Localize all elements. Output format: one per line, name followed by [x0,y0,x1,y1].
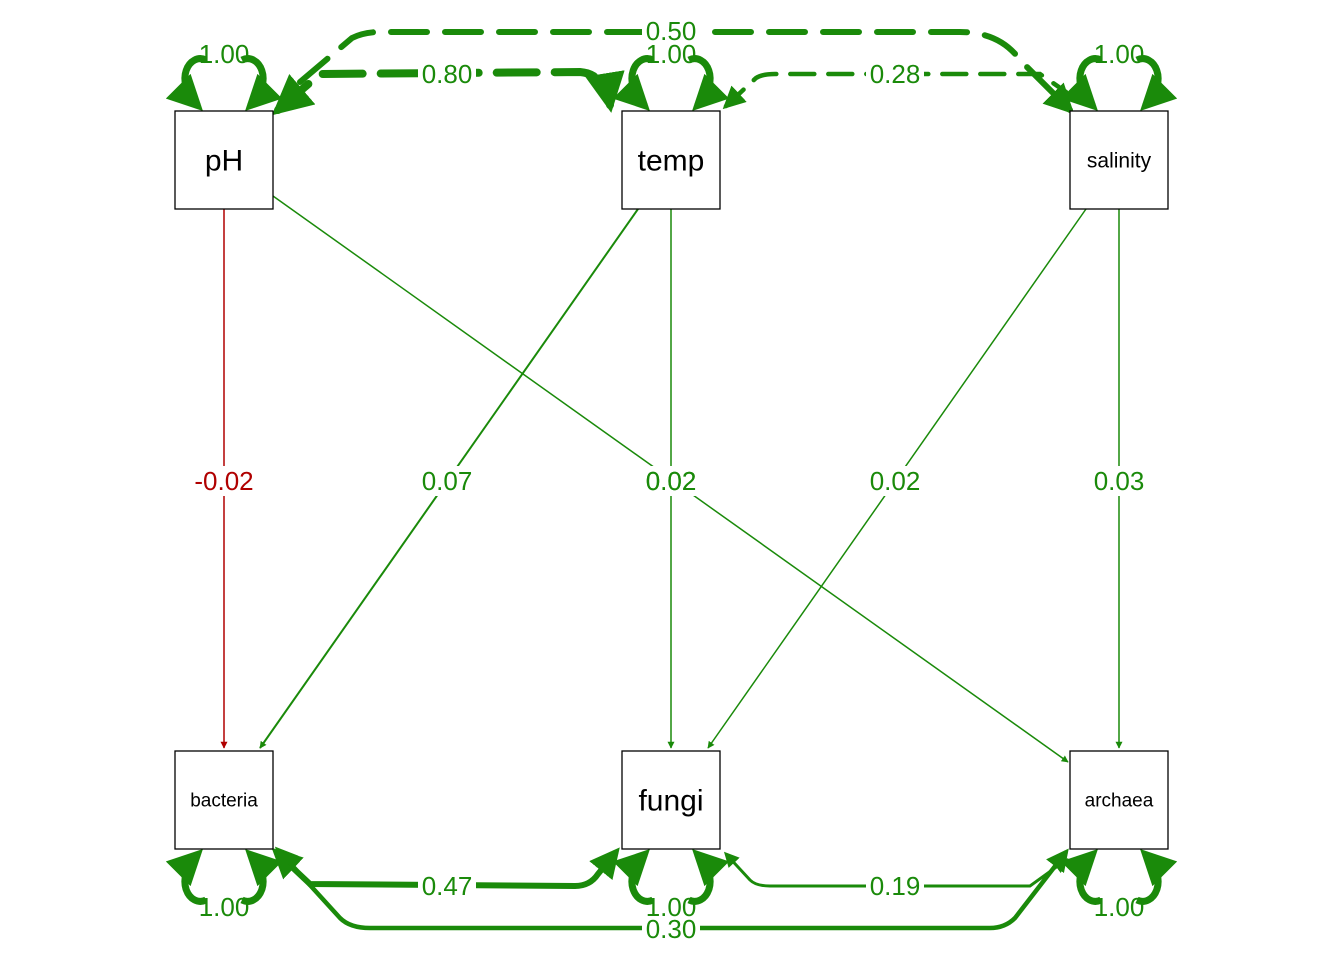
node-bacteria-box [174,750,274,850]
node-archaea-box [1069,750,1169,850]
node-ph: pH [174,110,274,210]
variance-loop-temp [612,55,655,111]
covariance-labels: 0.80 0.50 0.28 0.47 0.30 0.19 [418,16,924,944]
variance-label-ph: 1.00 [199,39,250,69]
node-bacteria-label: bacteria [190,791,258,812]
regression-label-ph-bacteria: -0.02 [194,466,253,496]
covariance-label-ph-salinity: 0.50 [646,16,697,46]
variance-loop-ph-right [240,55,283,111]
node-ph-box [174,110,274,210]
node-fungi-label: fungi [638,785,703,818]
covariance-label-ph-temp: 0.80 [422,59,473,89]
covariance-label-temp-salinity: 0.28 [870,59,921,89]
variance-loop-temp-right [687,55,730,111]
covariance-label-bacteria-fungi: 0.47 [422,871,473,901]
regression-label-salinity-fungi: 0.02 [870,466,921,496]
node-fungi: fungi [621,750,721,850]
node-archaea: archaea [1069,750,1169,850]
variance-loop-salinity [1060,55,1103,111]
node-salinity: salinity [1069,110,1169,210]
node-temp-box [621,110,721,210]
node-salinity-box [1069,110,1169,210]
node-salinity-label: salinity [1087,150,1152,173]
variance-label-temp: 1.00 [646,39,697,69]
node-ph-label: pH [205,145,243,178]
node-fungi-box [621,750,721,850]
nodes: pH temp salinity bacteria fungi archaea [174,110,1169,850]
variance-loop-ph [165,55,208,111]
exogenous-covariances [271,29,1075,116]
variance-label-bacteria: 1.00 [199,892,250,922]
variance-loop-archaea-right [1135,849,1178,905]
node-temp-label: temp [638,145,705,178]
variance-loop-bacteria-right [240,849,283,905]
variance-label-archaea: 1.00 [1094,892,1145,922]
regression-label-temp-fungi: 0.02 [646,466,697,496]
covariance-label-bacteria-archaea: 0.30 [646,914,697,944]
variance-label-salinity: 1.00 [1094,39,1145,69]
variance-label-fungi: 1.00 [646,892,697,922]
covariance-label-fungi-archaea: 0.19 [870,871,921,901]
covariance-edge-ph-salinity [297,29,1075,115]
node-archaea-label: archaea [1085,791,1154,812]
covariance-edge-temp-salinity [722,71,1069,110]
regression-label-salinity-archaea: 0.03 [1094,466,1145,496]
variance-loops [165,55,1178,905]
regression-label-temp-bacteria: 0.07 [422,466,473,496]
covariance-edge-bacteria-fungi [271,847,620,890]
covariance-edge-fungi-archaea [723,851,1069,888]
variance-labels: 1.00 1.00 1.00 1.00 1.00 1.00 [199,39,1145,922]
variance-loop-salinity-right [1135,55,1178,111]
regression-label-ph-archaea: 0.02 [646,466,697,496]
covariance-edge-ph-temp [271,67,625,116]
node-temp: temp [621,110,721,210]
variance-loop-bacteria [165,849,208,905]
regression-labels: -0.02 0.07 0.02 0.02 0.02 0.03 [190,466,1148,496]
variance-loop-archaea [1060,849,1103,905]
node-bacteria: bacteria [174,750,274,850]
